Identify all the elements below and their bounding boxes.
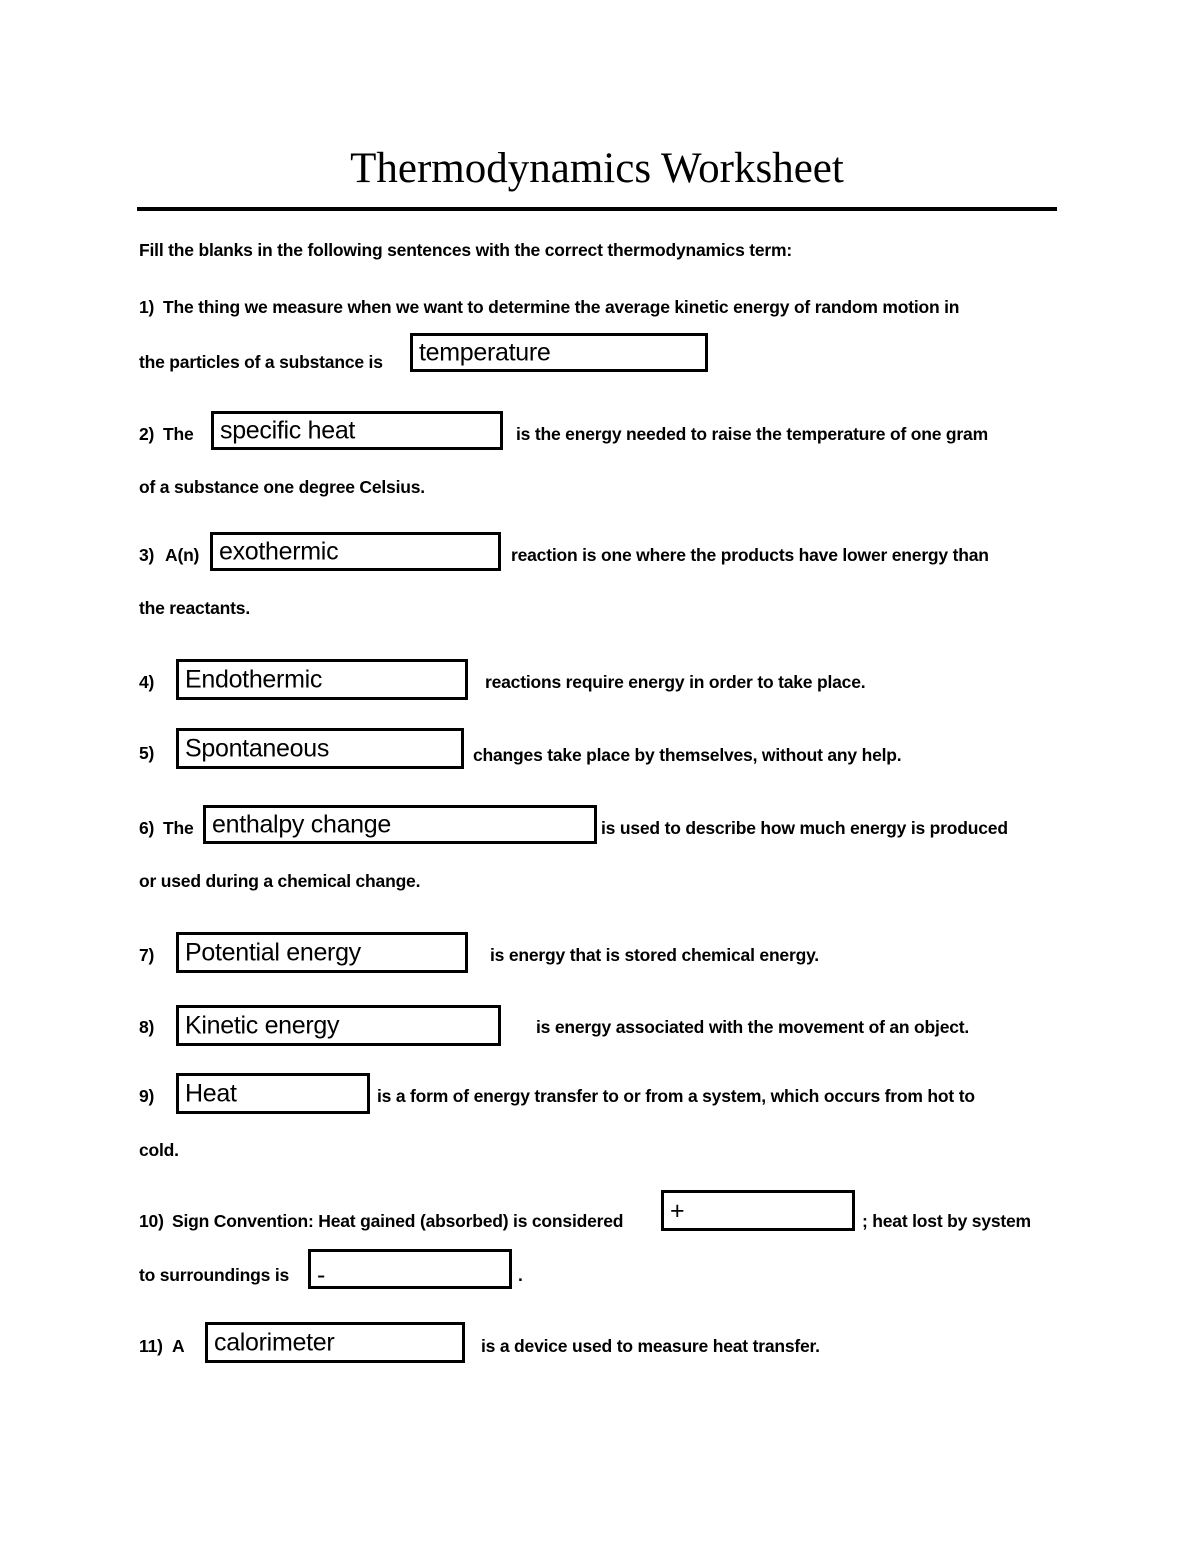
item-1-answer-text: temperature xyxy=(419,337,551,366)
item-7-answer-text: Potential energy xyxy=(185,937,361,966)
item-5-answer-text: Spontaneous xyxy=(185,733,330,762)
item-7-number: 7) xyxy=(139,945,155,965)
item-5-answer-box[interactable]: Spontaneous xyxy=(176,728,464,769)
item-4-answer-box[interactable]: Endothermic xyxy=(176,659,468,700)
item-8-number: 8) xyxy=(139,1017,155,1037)
item-6-continuation-text: or used during a chemical change. xyxy=(139,871,421,891)
item-10-answer-text-negative: - xyxy=(317,1261,326,1289)
item-6-number: 6) xyxy=(139,818,155,838)
item-10-line2-before: to surroundings is xyxy=(139,1265,290,1285)
item-6-answer-box[interactable]: enthalpy change xyxy=(203,805,597,844)
item-1-lead-text: The thing we measure when we want to det… xyxy=(163,297,960,317)
item-5-after-text: changes take place by themselves, withou… xyxy=(473,745,902,765)
item-2-answer-text: specific heat xyxy=(220,415,356,444)
item-3-answer-box[interactable]: exothermic xyxy=(210,532,501,571)
item-7-answer-box[interactable]: Potential energy xyxy=(176,932,468,973)
item-10-answer-box-positive[interactable]: + xyxy=(661,1190,855,1231)
item-4-after-text: reactions require energy in order to tak… xyxy=(485,672,866,692)
item-3-after-text: reaction is one where the products have … xyxy=(511,545,989,565)
item-1-number: 1) xyxy=(139,297,155,317)
item-11-after-text: is a device used to measure heat transfe… xyxy=(481,1336,820,1356)
item-3-continuation-text: the reactants. xyxy=(139,598,250,618)
item-4-answer-text: Endothermic xyxy=(185,664,323,693)
item-2-continuation-text: of a substance one degree Celsius. xyxy=(139,477,425,497)
instructions-text: Fill the blanks in the following sentenc… xyxy=(139,240,793,260)
item-9-number: 9) xyxy=(139,1086,155,1106)
item-10-after-text: ; heat lost by system xyxy=(862,1211,1031,1231)
item-9-after-text: is a form of energy transfer to or from … xyxy=(377,1086,975,1106)
item-11-answer-text: calorimeter xyxy=(214,1327,335,1356)
item-9-answer-text: Heat xyxy=(185,1078,237,1107)
item-10-answer-box-negative[interactable]: - xyxy=(308,1249,512,1289)
item-7-after-text: is energy that is stored chemical energy… xyxy=(490,945,819,965)
item-2-before-text: The xyxy=(163,424,194,444)
header-divider xyxy=(137,207,1057,211)
item-2-number: 2) xyxy=(139,424,155,444)
item-3-answer-text: exothermic xyxy=(219,536,339,565)
item-10-number: 10) xyxy=(139,1211,164,1231)
item-11-number: 11) xyxy=(139,1336,163,1356)
item-1-answer-box[interactable]: temperature xyxy=(410,333,708,372)
item-8-answer-box[interactable]: Kinetic energy xyxy=(176,1005,501,1046)
item-1-line2-before: the particles of a substance is xyxy=(139,352,383,372)
item-10-line2-after: . xyxy=(518,1265,523,1285)
item-11-before-text: A xyxy=(172,1336,185,1356)
page-title: Thermodynamics Worksheet xyxy=(350,145,844,192)
item-6-answer-text: enthalpy change xyxy=(212,809,391,838)
item-4-number: 4) xyxy=(139,672,155,692)
item-10-before-text: Sign Convention: Heat gained (absorbed) … xyxy=(172,1211,624,1231)
item-3-number: 3) xyxy=(139,545,155,565)
item-2-after-text: is the energy needed to raise the temper… xyxy=(516,424,988,444)
item-9-continuation-text: cold. xyxy=(139,1140,179,1160)
item-6-before-text: The xyxy=(163,818,194,838)
item-10-answer-text-positive: + xyxy=(670,1197,685,1225)
item-11-answer-box[interactable]: calorimeter xyxy=(205,1322,465,1363)
item-5-number: 5) xyxy=(139,743,155,763)
item-2-answer-box[interactable]: specific heat xyxy=(211,411,503,450)
item-8-after-text: is energy associated with the movement o… xyxy=(536,1017,970,1037)
item-3-before-text: A(n) xyxy=(165,545,200,565)
item-8-answer-text: Kinetic energy xyxy=(185,1010,340,1039)
item-9-answer-box[interactable]: Heat xyxy=(176,1073,370,1114)
item-6-after-text: is used to describe how much energy is p… xyxy=(601,818,1008,838)
